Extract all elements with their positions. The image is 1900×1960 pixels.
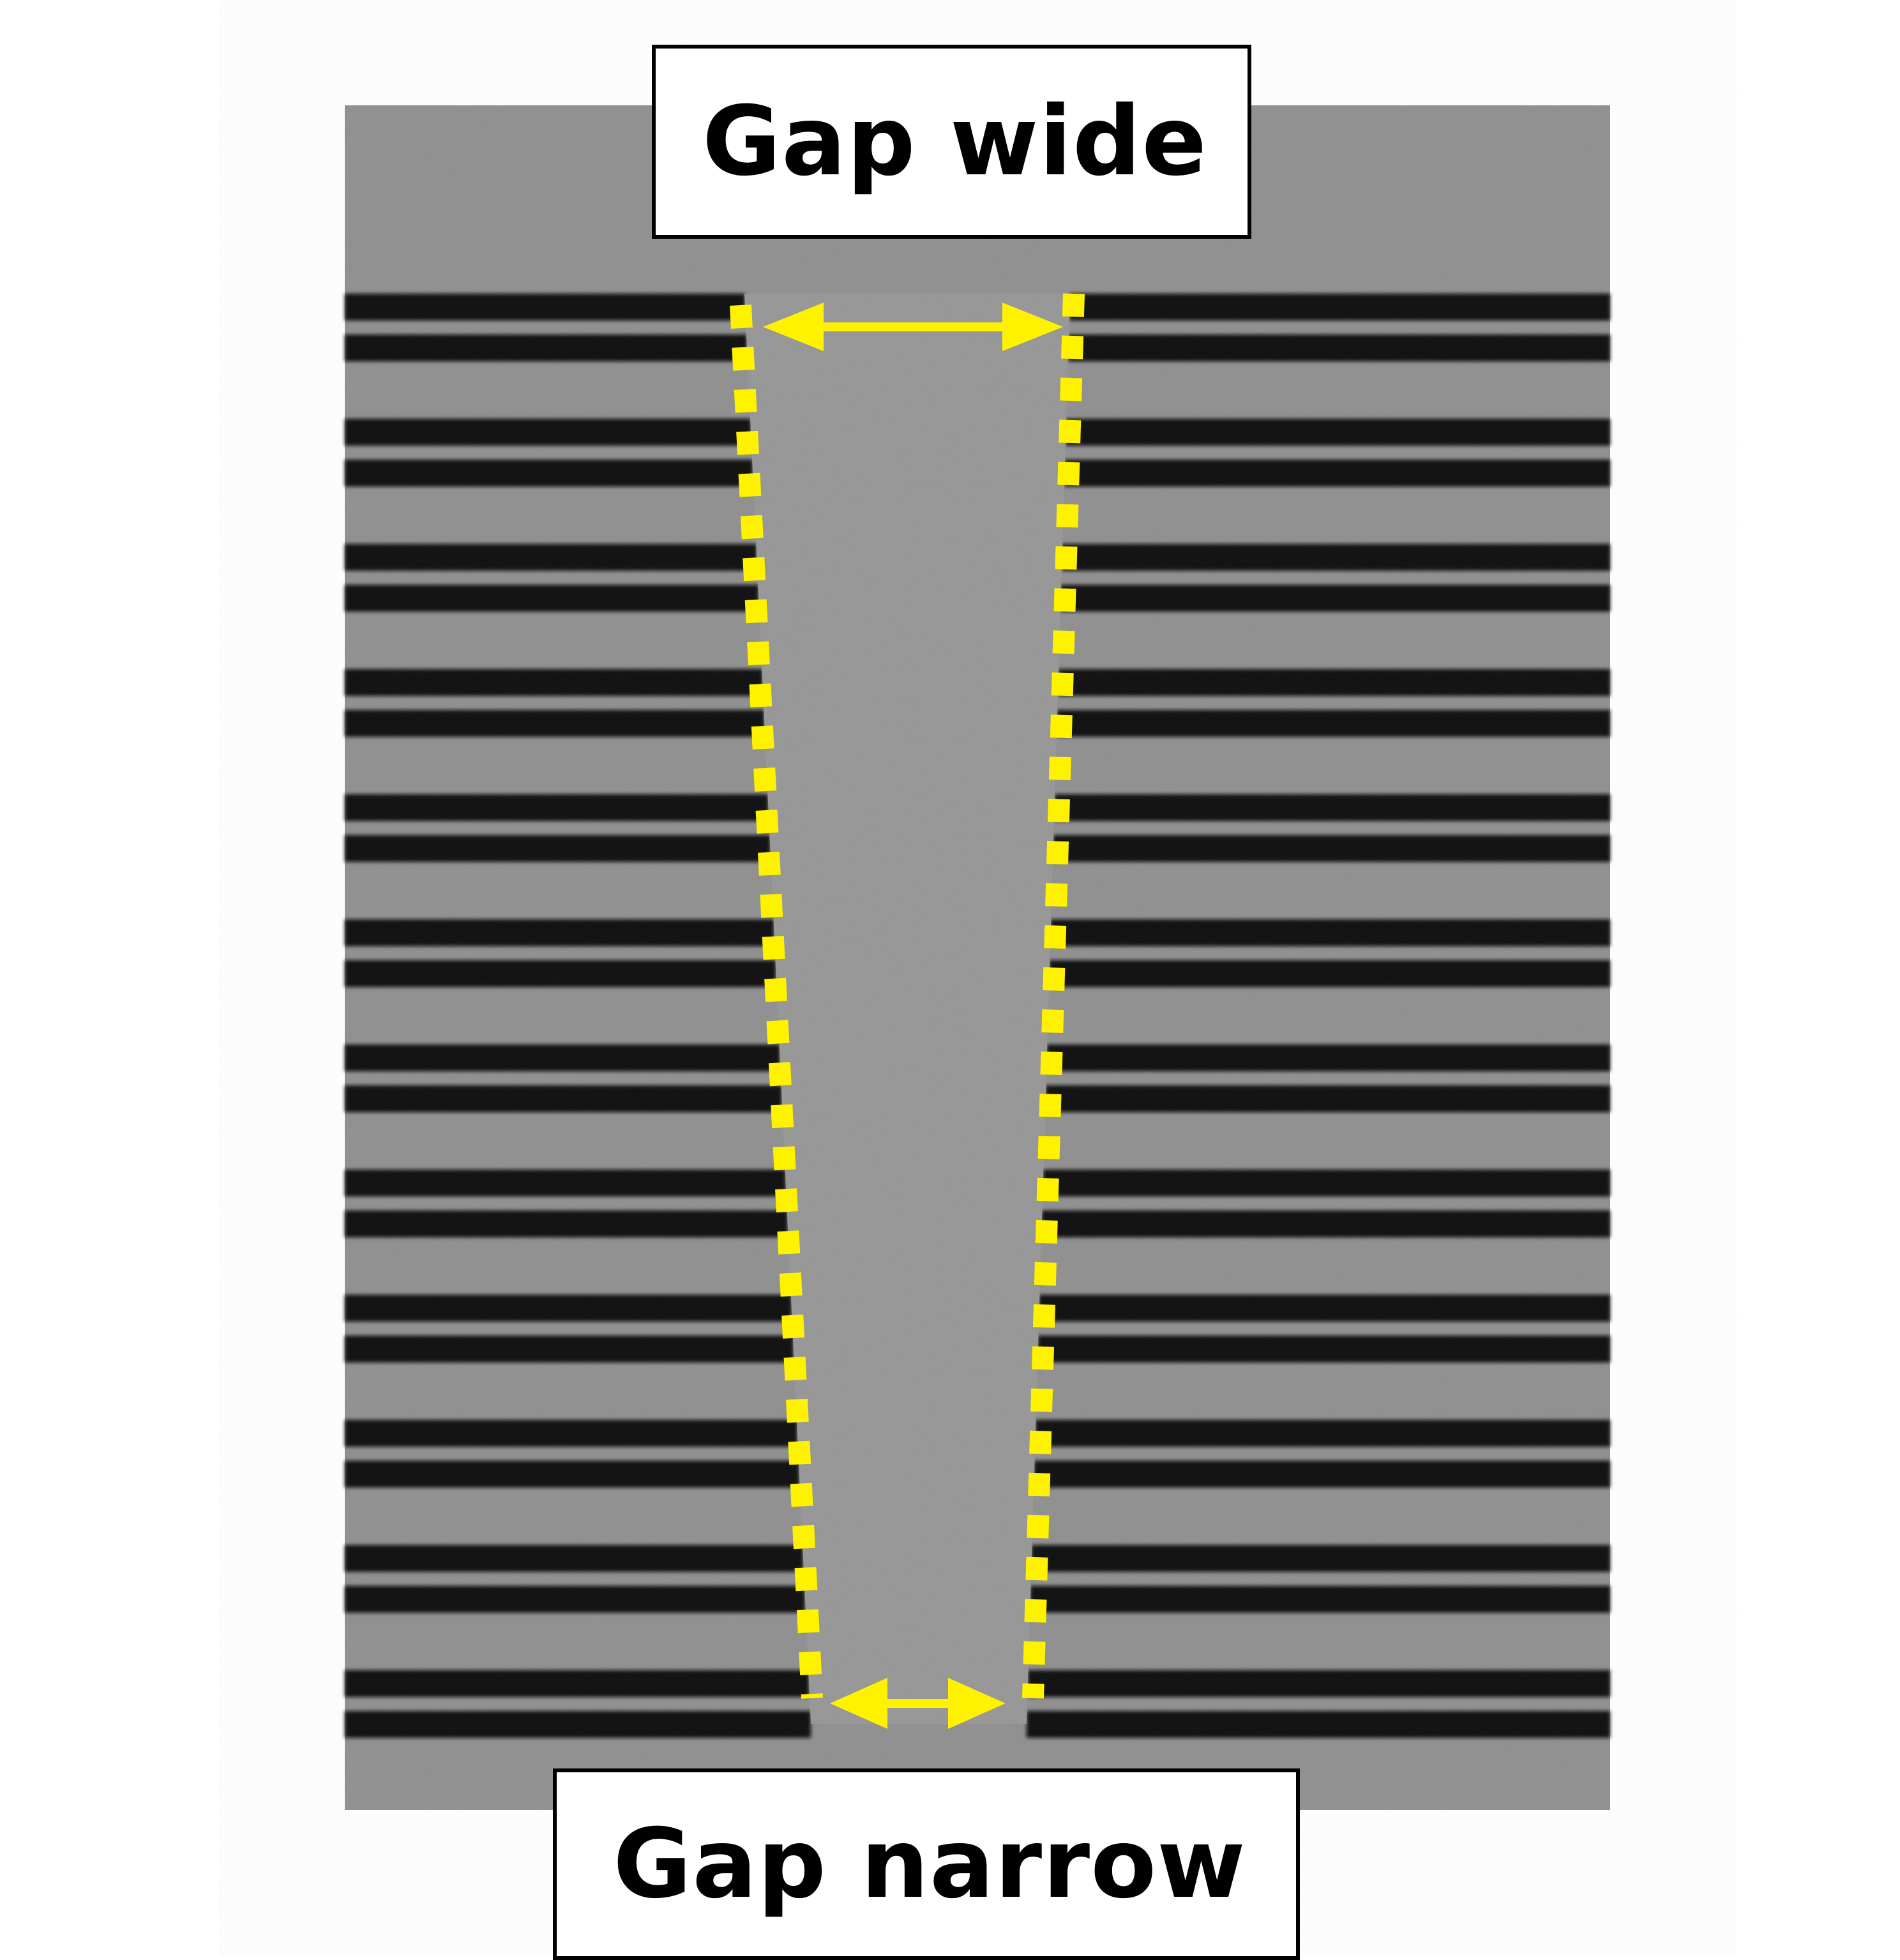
gap-wide-label-box: Gap wide xyxy=(652,45,1251,239)
image-grain xyxy=(345,105,1610,1810)
left-dotted-outline xyxy=(730,305,823,1699)
gap-narrow-label-box: Gap narrow xyxy=(553,1768,1300,1960)
double-headed-arrow-icon xyxy=(830,1678,1006,1729)
gap-wide-label: Gap wide xyxy=(702,86,1208,197)
double-headed-arrow-icon xyxy=(763,303,1063,351)
gap-narrow-label: Gap narrow xyxy=(613,1809,1246,1920)
